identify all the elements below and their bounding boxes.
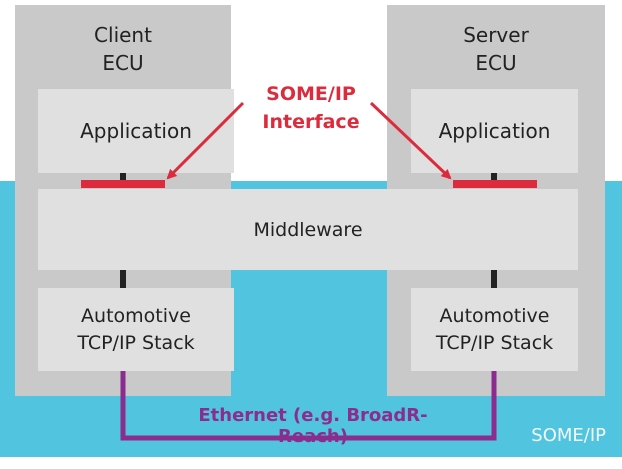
someip-interface-callout-line2: Interface bbox=[262, 111, 360, 133]
server-middleware-connector bbox=[491, 270, 497, 288]
client-middleware-connector bbox=[120, 270, 126, 288]
interface-arrow-to-client bbox=[166, 101, 245, 180]
ethernet-link-line bbox=[120, 371, 497, 441]
someip-domain-label: SOME/IP bbox=[531, 425, 606, 446]
client-ecu-title: Client ECU bbox=[15, 21, 231, 77]
client-ecu-title-line2: ECU bbox=[102, 51, 144, 75]
interface-arrow-to-server bbox=[369, 101, 452, 180]
client-stack-line2: TCP/IP Stack bbox=[77, 331, 195, 354]
ethernet-label: Ethernet (e.g. BroadR-Reach) bbox=[198, 405, 428, 447]
server-application-box: Application bbox=[411, 89, 578, 173]
server-app-connector bbox=[491, 173, 497, 181]
server-someip-interface-bar bbox=[453, 180, 537, 188]
server-stack-line1: Automotive bbox=[439, 304, 550, 327]
server-ecu-title: Server ECU bbox=[387, 21, 605, 77]
client-ecu-title-line1: Client bbox=[94, 23, 152, 47]
server-ecu-title-line2: ECU bbox=[475, 51, 517, 75]
server-application-label: Application bbox=[438, 119, 551, 143]
middleware-box: Middleware bbox=[38, 189, 578, 270]
someip-interface-callout: SOME/IP Interface bbox=[252, 80, 370, 136]
server-ecu-title-line1: Server bbox=[463, 23, 529, 47]
server-stack-line2: TCP/IP Stack bbox=[435, 331, 554, 354]
someip-interface-callout-line1: SOME/IP bbox=[266, 83, 356, 105]
client-application-label: Application bbox=[80, 119, 192, 143]
client-someip-interface-bar bbox=[81, 180, 165, 188]
middleware-label: Middleware bbox=[253, 218, 363, 241]
client-app-connector bbox=[120, 173, 126, 181]
client-stack-line1: Automotive bbox=[81, 304, 191, 327]
server-tcpip-stack-box: Automotive TCP/IP Stack bbox=[411, 288, 578, 371]
client-tcpip-stack-box: Automotive TCP/IP Stack bbox=[38, 288, 234, 371]
client-application-box: Application bbox=[38, 89, 234, 173]
